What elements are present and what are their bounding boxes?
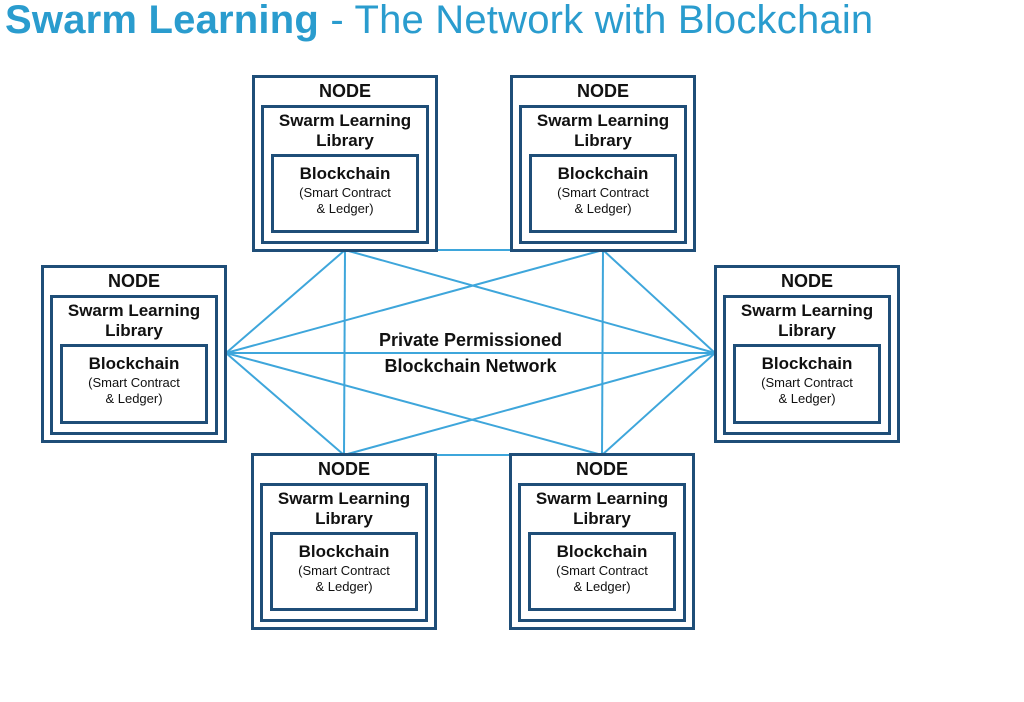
blockchain-subtitle-line2: & Ledger) — [574, 201, 632, 216]
connection-line-right-bottom-right — [601, 352, 716, 456]
library-label: Swarm Learning Library — [263, 486, 425, 529]
connection-line-right-bottom-left — [343, 352, 716, 456]
swarm-learning-library-box: Swarm Learning Library Blockchain (Smart… — [261, 105, 429, 244]
network-label-line1: Private Permissioned — [378, 330, 563, 350]
swarm-learning-library-box: Swarm Learning Library Blockchain (Smart… — [50, 295, 218, 435]
blockchain-subtitle-line2: & Ledger) — [778, 391, 836, 406]
network-label-line2: Blockchain Network — [384, 356, 557, 376]
library-label-line2: Library — [573, 509, 631, 528]
blockchain-title: Blockchain — [556, 542, 648, 561]
blockchain-box: Blockchain (Smart Contract & Ledger) — [271, 154, 419, 233]
title-bold: Swarm Learning — [5, 0, 319, 42]
blockchain-title: Blockchain — [298, 542, 390, 561]
node-title: NODE — [318, 81, 371, 101]
page-title: Swarm Learning - The Network with Blockc… — [5, 0, 873, 44]
library-label: Swarm Learning Library — [521, 486, 683, 529]
library-label: Swarm Learning Library — [726, 298, 888, 341]
node-left: NODE Swarm Learning Library Blockchain (… — [41, 265, 227, 443]
node-bottom-right: NODE Swarm Learning Library Blockchain (… — [509, 453, 695, 630]
blockchain-box: Blockchain (Smart Contract & Ledger) — [270, 532, 418, 611]
swarm-learning-library-box: Swarm Learning Library Blockchain (Smart… — [519, 105, 687, 244]
network-label: Private Permissioned Blockchain Network — [320, 330, 621, 376]
blockchain-subtitle-line2: & Ledger) — [315, 579, 373, 594]
connection-line-left-bottom-right — [225, 352, 603, 456]
library-label: Swarm Learning Library — [522, 108, 684, 151]
blockchain-subtitle-line1: (Smart Contract — [299, 185, 391, 200]
swarm-learning-library-box: Swarm Learning Library Blockchain (Smart… — [518, 483, 686, 622]
blockchain-title: Blockchain — [299, 164, 391, 183]
swarm-learning-library-box: Swarm Learning Library Blockchain (Smart… — [260, 483, 428, 622]
node-title: NODE — [317, 459, 370, 479]
node-title: NODE — [107, 271, 160, 291]
blockchain-title: Blockchain — [88, 354, 180, 373]
node-title: NODE — [780, 271, 833, 291]
node-right: NODE Swarm Learning Library Blockchain (… — [714, 265, 900, 443]
library-label-line1: Swarm Learning — [535, 489, 669, 508]
connection-line-right-top-right — [602, 249, 716, 354]
library-label-line1: Swarm Learning — [740, 301, 874, 320]
blockchain-subtitle: (Smart Contract & Ledger) — [274, 185, 416, 217]
library-label: Swarm Learning Library — [264, 108, 426, 151]
node-top-left: NODE Swarm Learning Library Blockchain (… — [252, 75, 438, 252]
title-separator: - — [319, 0, 355, 42]
blockchain-subtitle-line1: (Smart Contract — [88, 375, 180, 390]
library-label: Swarm Learning Library — [53, 298, 215, 341]
blockchain-title: Blockchain — [761, 354, 853, 373]
blockchain-subtitle: (Smart Contract & Ledger) — [63, 375, 205, 407]
node-top-right: NODE Swarm Learning Library Blockchain (… — [510, 75, 696, 252]
node-title: NODE — [575, 459, 628, 479]
blockchain-subtitle-line1: (Smart Contract — [557, 185, 649, 200]
blockchain-box: Blockchain (Smart Contract & Ledger) — [529, 154, 677, 233]
library-label-line2: Library — [316, 131, 374, 150]
blockchain-subtitle-line2: & Ledger) — [573, 579, 631, 594]
library-label-line2: Library — [105, 321, 163, 340]
blockchain-box: Blockchain (Smart Contract & Ledger) — [733, 344, 881, 424]
library-label-line1: Swarm Learning — [67, 301, 201, 320]
node-title: NODE — [576, 81, 629, 101]
blockchain-subtitle-line2: & Ledger) — [105, 391, 163, 406]
blockchain-title: Blockchain — [557, 164, 649, 183]
blockchain-box: Blockchain (Smart Contract & Ledger) — [60, 344, 208, 424]
library-label-line1: Swarm Learning — [536, 111, 670, 130]
swarm-learning-library-box: Swarm Learning Library Blockchain (Smart… — [723, 295, 891, 435]
blockchain-subtitle: (Smart Contract & Ledger) — [736, 375, 878, 407]
node-bottom-left: NODE Swarm Learning Library Blockchain (… — [251, 453, 437, 630]
blockchain-subtitle-line2: & Ledger) — [316, 201, 374, 216]
connection-line-left-top-left — [225, 249, 346, 354]
library-label-line2: Library — [574, 131, 632, 150]
library-label-line1: Swarm Learning — [277, 489, 411, 508]
library-label-line2: Library — [315, 509, 373, 528]
blockchain-subtitle-line1: (Smart Contract — [556, 563, 648, 578]
blockchain-subtitle-line1: (Smart Contract — [761, 375, 853, 390]
blockchain-subtitle: (Smart Contract & Ledger) — [273, 563, 415, 595]
connection-line-top-left-bottom-left — [343, 249, 346, 456]
blockchain-subtitle: (Smart Contract & Ledger) — [532, 185, 674, 217]
title-rest: The Network with Blockchain — [354, 0, 874, 42]
blockchain-subtitle: (Smart Contract & Ledger) — [531, 563, 673, 595]
connection-line-top-right-bottom-right — [601, 249, 604, 456]
blockchain-subtitle-line1: (Smart Contract — [298, 563, 390, 578]
library-label-line1: Swarm Learning — [278, 111, 412, 130]
library-label-line2: Library — [778, 321, 836, 340]
connection-line-left-bottom-left — [225, 352, 345, 456]
connection-line-left-top-right — [225, 249, 604, 354]
blockchain-box: Blockchain (Smart Contract & Ledger) — [528, 532, 676, 611]
connection-line-right-top-left — [344, 249, 716, 354]
